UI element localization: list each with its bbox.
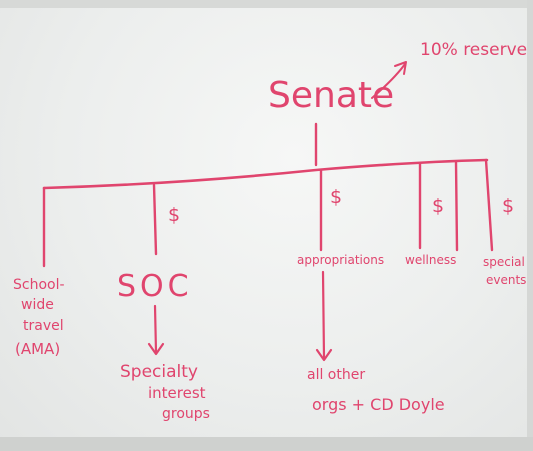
soc-arrow-head: [147, 342, 165, 356]
soc-child-line-2: interest: [148, 384, 206, 402]
special-events-line-1: special: [483, 255, 525, 269]
soc-child-line-1: Specialty: [120, 362, 198, 382]
reserve-arrow-line: [371, 63, 406, 99]
school-wide-line-4: (AMA): [15, 340, 61, 358]
soc-dollar-mark: $: [168, 204, 181, 226]
soc-label: SOC: [117, 269, 193, 304]
board-frame-right: [527, 0, 533, 451]
branch-bar: [42, 158, 489, 190]
special-events-dollar-mark: $: [502, 195, 515, 217]
school-wide-line-1: School-: [13, 277, 65, 293]
special-events-line-2: events: [486, 273, 527, 287]
branch-line-special-events: [484, 158, 494, 252]
appropriations-child-line-2: orgs + CD Doyle: [312, 395, 445, 414]
appropriations-dollar-mark: $: [330, 186, 343, 208]
school-wide-line-2: wide: [21, 297, 54, 313]
reserve-note: 10% reserve: [420, 40, 528, 60]
wellness-label: wellness: [405, 253, 457, 267]
appropriations-child-line-1: all other: [307, 367, 366, 383]
board-frame-bottom: [0, 437, 533, 451]
soc-child-line-3: groups: [162, 406, 210, 422]
senate-label: Senate: [268, 75, 395, 116]
reserve-arrow-head: [394, 61, 407, 75]
appropriations-arrow-line: [321, 270, 326, 360]
wellness-dollar-mark: $: [432, 195, 445, 217]
board-frame-top: [0, 0, 533, 8]
branch-line-soc: [152, 183, 158, 256]
branch-line-wellness-right: [454, 160, 459, 252]
appropriations-label: appropriations: [297, 253, 385, 267]
appropriations-arrow-head: [315, 348, 333, 362]
soc-arrow-line: [153, 304, 158, 354]
school-wide-line-3: travel: [23, 318, 64, 334]
